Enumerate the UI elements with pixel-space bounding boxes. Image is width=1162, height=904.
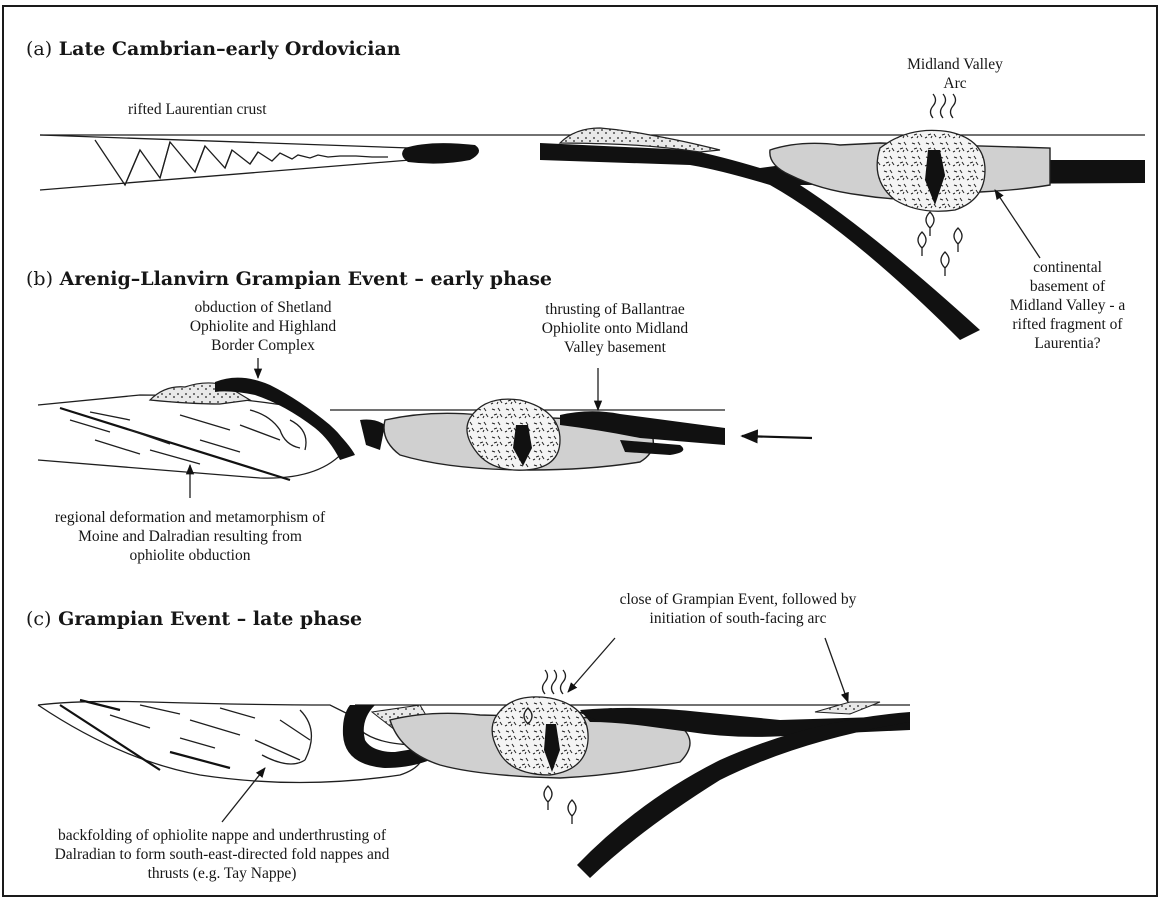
- magma-droplets-c: [544, 786, 576, 824]
- stipple-c-right: [815, 702, 880, 714]
- close-leader-left: [568, 638, 615, 692]
- backfolding-arrow: [222, 768, 265, 822]
- ophiolite-fragment-b: [360, 420, 385, 450]
- magma-droplets-a: [918, 212, 962, 276]
- panel-c-section: [38, 638, 910, 878]
- tilted-fault-blocks: [95, 140, 388, 185]
- close-leader-right: [825, 638, 848, 702]
- volcanic-wisps-c: [543, 670, 566, 694]
- volcanic-wisps-a: [931, 94, 956, 118]
- panel-b-section: [38, 358, 812, 498]
- convergence-arrow: [742, 436, 812, 438]
- ophiolite-slab-a-left: [402, 143, 479, 164]
- shetland-ophiolite: [215, 378, 355, 460]
- deformation-fabric-c: [60, 700, 311, 770]
- basement-leader-a: [995, 190, 1040, 258]
- rifted-crust-wedge: [40, 135, 410, 190]
- panel-a-section: [40, 94, 1145, 340]
- deformation-fabric-b: [60, 408, 306, 480]
